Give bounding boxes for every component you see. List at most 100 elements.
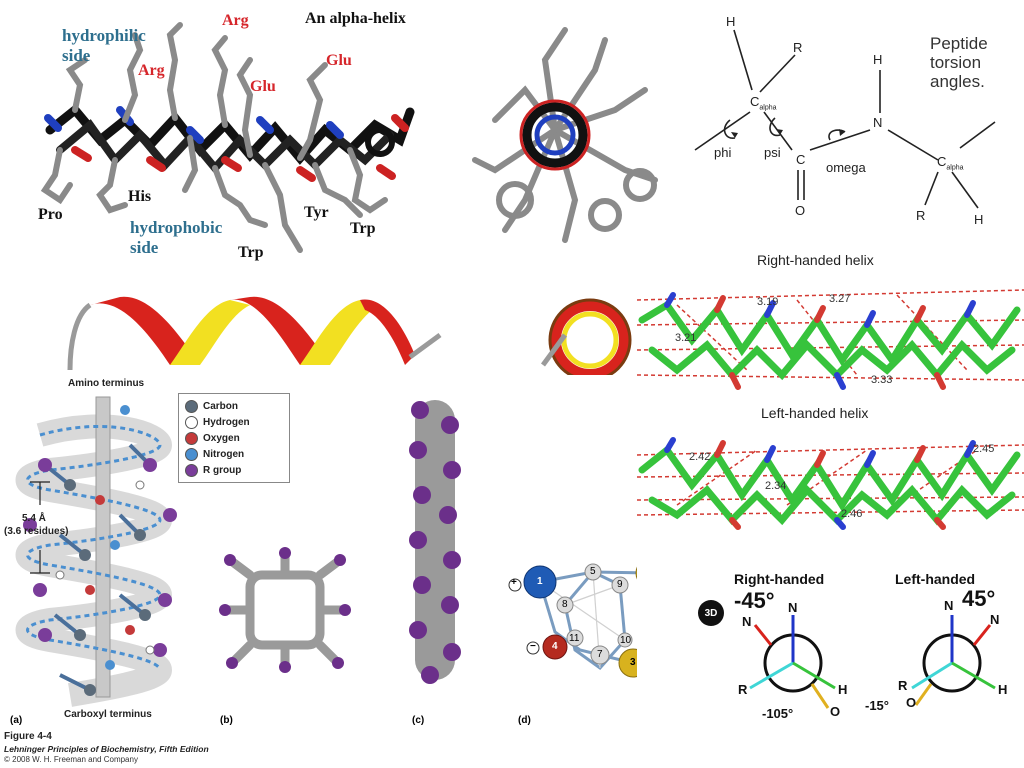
panel-label-a: (a) (10, 715, 23, 726)
right-newman-o: O (830, 704, 841, 719)
legend-carbon: Carbon (185, 398, 283, 414)
right-bottom-angle: -105° (762, 706, 794, 721)
3d-badge-icon: 3D (698, 600, 724, 626)
carboxyl-terminus-label: Carboxyl terminus (64, 709, 152, 720)
helix-top-view-model (472, 27, 658, 243)
wheel-residue-3: 3 (630, 657, 636, 668)
wheel-residue-8: 8 (562, 599, 568, 610)
hydrophobic-side-label: hydrophobic side (130, 218, 223, 257)
legend-hydrogen: Hydrogen (185, 414, 283, 430)
pitch-value-label: 5.4 Å (22, 513, 46, 524)
calpha2-subscript: alpha (946, 164, 964, 172)
left-handed-newman-title: Left-handed (895, 571, 976, 587)
wheel-residue-4: 4 (552, 641, 558, 652)
left-helix-distance-1: 2.42 (689, 451, 711, 463)
legend-nitrogen-label: Nitrogen (203, 448, 245, 460)
wheel-residue-7: 7 (597, 649, 603, 660)
ball-stick-helix (15, 396, 177, 707)
residue-his: His (128, 188, 152, 205)
newman-diagrams (749, 615, 996, 709)
panel-label-b: (b) (220, 715, 233, 726)
residue-pro: Pro (38, 206, 63, 223)
figure-caption: Figure 4-4 (4, 731, 52, 742)
panel-label-d: (d) (518, 715, 531, 726)
helix-top-view-panel (455, 0, 675, 275)
residue-trp-left: Trp (238, 244, 264, 261)
right-newman-n-left: N (742, 614, 752, 629)
amino-terminus-label: Amino terminus (68, 378, 145, 389)
wheel-plus-sign: + (511, 577, 517, 588)
left-newman-n-right: N (990, 612, 1000, 627)
left-newman-o: O (906, 695, 917, 710)
torsion-atom-c: C (796, 152, 806, 167)
ribbon-end-view-panel (525, 285, 635, 375)
ribbon-helix-model (67, 296, 442, 371)
torsion-omega-label: omega (826, 160, 866, 175)
residue-arg-left: Arg (138, 62, 165, 79)
legend-r-group-label: R group (203, 464, 242, 476)
space-filling-helix (409, 400, 461, 684)
torsion-phi-label: phi (714, 145, 732, 160)
left-helix-distance-3: 2.34 (765, 480, 787, 492)
torsion-angles-panel: H R Calpha H N C O Calpha R H phi psi om… (680, 0, 1024, 245)
nitrogen-swatch-icon (185, 447, 198, 461)
legend-r-group: R group (185, 462, 283, 478)
right-newman-n-top: N (788, 600, 798, 615)
residue-trp-right: Trp (350, 220, 376, 237)
wheel-minus-sign: − (530, 641, 536, 652)
panel-label-c: (c) (412, 715, 425, 726)
hydrophilic-side-label: hydrophilic side (62, 26, 146, 65)
oxygen-swatch-icon (185, 431, 198, 445)
torsion-atom-calpha1: Calpha (750, 94, 777, 112)
right-handed-angle: -45° (734, 588, 775, 613)
torsion-psi-label: psi (764, 145, 781, 160)
right-helix-distance-3: 3.21 (675, 332, 697, 344)
helical-wheel (508, 563, 637, 678)
3d-badge-label: 3D (704, 607, 718, 619)
right-newman-h: H (838, 682, 848, 697)
torsion-atom-h-n: H (873, 52, 883, 67)
torsion-atom-o: O (795, 203, 806, 218)
carbon-swatch-icon (185, 399, 198, 413)
alpha-helix-stick-model (40, 22, 415, 253)
torsion-title: Peptide torsion angles. (930, 34, 988, 91)
residue-glu-right: Glu (326, 52, 352, 69)
pitch-residues-label: (3.6 residues) (4, 526, 69, 537)
right-helix-distance-2: 3.27 (829, 293, 851, 305)
r-group-swatch-icon (185, 463, 198, 477)
legend-oxygen-label: Oxygen (203, 432, 240, 444)
wheel-residue-11: 11 (569, 633, 580, 644)
calpha1-subscript: alpha (759, 104, 777, 112)
newman-projection-panel: 3D Right-handed -45° Left-handed 45° N N… (690, 560, 1024, 768)
torsion-atom-n: N (873, 115, 883, 130)
figure-copyright: © 2008 W. H. Freeman and Company (4, 755, 138, 764)
right-handed-helix-title: Right-handed helix (757, 252, 874, 268)
right-handed-helix-panel: Right-handed helix 3.19 3.2 (637, 250, 1024, 405)
left-helix-sticks (637, 437, 1024, 530)
torsion-atom-calpha2: Calpha (937, 154, 964, 172)
left-handed-helix-panel: Left-handed helix 2.42 2.45 (637, 405, 1024, 530)
wheel-residue-9: 9 (617, 579, 623, 590)
alpha-helix-stick-panel: hydrophilic side An alpha-helix Arg Arg … (0, 0, 455, 275)
atom-legend: Carbon Hydrogen Oxygen Nitrogen R group (178, 393, 290, 483)
left-newman-r: R (898, 678, 908, 693)
right-handed-newman-title: Right-handed (734, 571, 825, 587)
legend-nitrogen: Nitrogen (185, 446, 283, 462)
legend-hydrogen-label: Hydrogen (203, 416, 250, 428)
wheel-residue-1: 1 (537, 576, 543, 587)
left-newman-h: H (998, 682, 1008, 697)
torsion-diagram (694, 29, 996, 209)
right-newman-r: R (738, 682, 748, 697)
left-handed-angle: 45° (962, 586, 996, 611)
alpha-helix-title: An alpha-helix (305, 10, 406, 27)
helix-end-view (219, 547, 351, 673)
lehninger-figure-panel: Amino terminus 5.4 Å (3.6 residues) Carb… (0, 375, 637, 768)
left-newman-n-top: N (944, 598, 954, 613)
right-helix-distance-4: 3.33 (871, 374, 893, 386)
residue-glu-middle: Glu (250, 78, 276, 95)
torsion-atom-r2: R (916, 208, 926, 223)
torsion-atom-r1: R (793, 40, 803, 55)
ribbon-end-view-model (540, 298, 632, 375)
left-bottom-angle: -15° (865, 698, 889, 713)
residue-arg-top: Arg (222, 12, 249, 29)
